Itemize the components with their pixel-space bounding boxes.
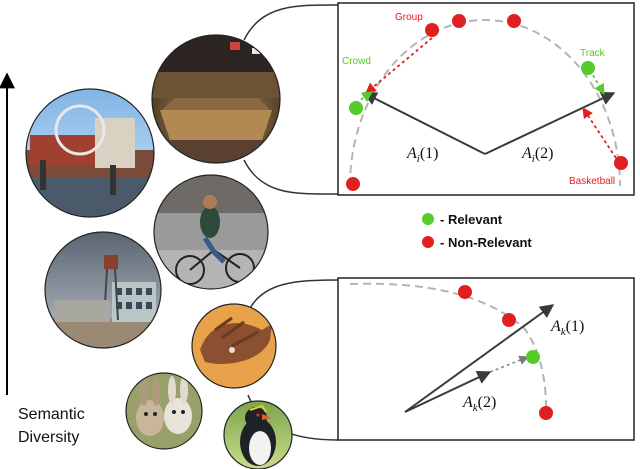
top-red-point-3 bbox=[507, 14, 521, 28]
basketball-point bbox=[614, 156, 628, 170]
penguin-photo-icon bbox=[224, 401, 292, 469]
basketball-label: Basketball bbox=[569, 176, 615, 187]
axis-label-line2: Diversity bbox=[18, 429, 79, 446]
bottom-vector-2-label: Ak(2) bbox=[462, 394, 496, 414]
bottom-vector-1 bbox=[404, 304, 555, 413]
hand-photo-icon bbox=[192, 304, 276, 388]
group-point bbox=[425, 23, 439, 37]
bottom-green-point bbox=[526, 350, 540, 364]
group-to-crowd-arrow bbox=[365, 37, 433, 94]
group-label: Group bbox=[395, 12, 423, 23]
bottom-red-point-1 bbox=[458, 285, 472, 299]
top-red-point-2 bbox=[452, 14, 466, 28]
legend-relevant-swatch bbox=[422, 213, 434, 225]
crowd-point bbox=[349, 101, 363, 115]
top-panel-connector bbox=[243, 4, 339, 195]
top-panel: Crowd Group Track Basketball Ai(1) Ai(2) bbox=[337, 2, 635, 196]
top-panel-frame bbox=[337, 2, 635, 196]
top-vector-1 bbox=[362, 92, 486, 155]
top-vector-2-label: Ai(2) bbox=[521, 145, 554, 165]
axis-label-line1: Semantic bbox=[18, 406, 85, 423]
track-point bbox=[581, 61, 595, 75]
crowd-label: Crowd bbox=[342, 56, 371, 67]
track-guide-arrow bbox=[589, 69, 605, 95]
bottom-vector-2 bbox=[404, 371, 492, 413]
bottom-vector-2-extension bbox=[489, 355, 529, 373]
track-label: Track bbox=[580, 48, 606, 59]
bottom-panel-arc bbox=[349, 282, 548, 421]
legend-non-relevant-swatch bbox=[422, 236, 434, 248]
top-red-point-left bbox=[346, 177, 360, 191]
legend-non-relevant-label: - Non-Relevant bbox=[440, 235, 532, 250]
top-vector-1-label: Ai(1) bbox=[406, 145, 439, 165]
top-vector-2 bbox=[484, 92, 616, 155]
basketball-to-track-arrow bbox=[582, 107, 617, 159]
legend: - Relevant - Non-Relevant bbox=[422, 212, 532, 250]
boardwalk-photo-icon bbox=[26, 89, 154, 217]
top-panel-semicircle bbox=[349, 19, 621, 187]
cyclist-photo-icon bbox=[154, 175, 268, 289]
bottom-panel: Ak(1) Ak(2) bbox=[337, 277, 635, 441]
legend-relevant-label: - Relevant bbox=[440, 212, 503, 227]
bottom-red-point-2 bbox=[502, 313, 516, 327]
bottom-vector-1-label: Ak(1) bbox=[550, 318, 584, 338]
bottom-panel-frame bbox=[337, 277, 635, 441]
rabbits-photo-icon bbox=[126, 373, 202, 449]
bottom-red-point-3 bbox=[539, 406, 553, 420]
